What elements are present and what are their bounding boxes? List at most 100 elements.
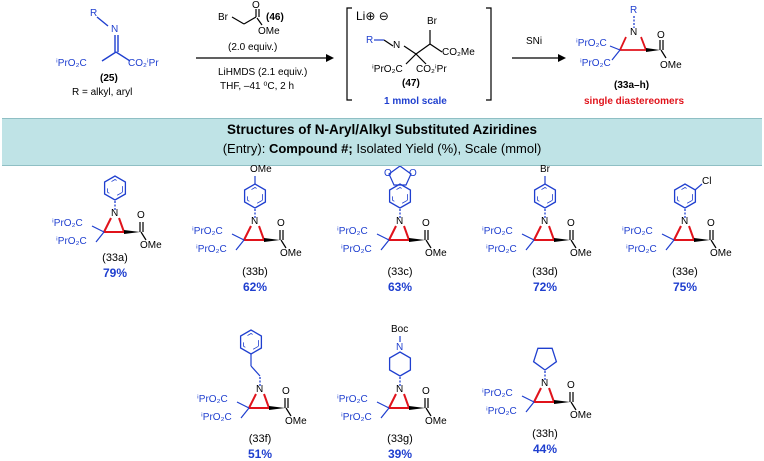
compound-yield: 44% [532, 442, 558, 456]
compound-id: (33c) [387, 266, 413, 278]
intermediate-structure [383, 30, 443, 65]
imine-r-label: R [90, 8, 98, 19]
ester-bottom: ⁱPrO₂C [486, 244, 517, 255]
imine-n-label: N [111, 24, 119, 35]
reagent-br: Br [218, 12, 228, 23]
compound-id: (33e) [672, 266, 698, 278]
compound-id: (33d) [532, 266, 558, 278]
ester-top: ⁱPrO₂C [52, 218, 83, 229]
imine-compound-number: (25) [100, 73, 118, 84]
product-r: R [630, 5, 638, 16]
compound-structure [231, 176, 287, 251]
reagent-o: O [252, 0, 260, 11]
compound-yield: 39% [387, 447, 413, 461]
intermediate-br: Br [427, 16, 437, 27]
ring-substituent: Cl [702, 176, 712, 187]
aziridine-n: N [396, 216, 404, 227]
carbonyl-o: O [277, 218, 285, 229]
aziridine-n: N [681, 216, 689, 227]
product-ome: OMe [660, 60, 682, 71]
ome: OMe [425, 248, 447, 259]
intermediate-n: N [393, 40, 401, 51]
ester-bottom: ⁱPrO₂C [341, 244, 372, 255]
compound-yield: 79% [102, 266, 128, 280]
ome: OMe [140, 240, 162, 251]
compound-yield: 51% [247, 447, 273, 461]
compound-structure [661, 183, 717, 251]
imine-r-definition: R = alkyl, aryl [72, 87, 133, 98]
ester-bottom: ⁱPrO₂C [626, 244, 657, 255]
imine-structure [96, 16, 131, 62]
ring-substituent: Boc [391, 324, 409, 335]
sni-label: SNi [526, 36, 543, 47]
product-o: O [657, 30, 665, 41]
compound-id: (33f) [248, 433, 272, 445]
intermediate-scale: 1 mmol scale [384, 96, 447, 107]
aziridine-n: N [396, 384, 404, 395]
ome: OMe [280, 248, 302, 259]
carbonyl-o: O [707, 218, 715, 229]
intermediate-ester-right: CO₂Me [442, 47, 475, 58]
compound-id: (33b) [242, 266, 268, 278]
product-ester-bottom: ⁱPrO₂C [580, 58, 611, 69]
carbonyl-o: O [282, 386, 290, 397]
intermediate-ester-br: CO₂ⁱPr [416, 64, 447, 75]
imine-ester-left: ⁱPrO₂C [56, 58, 87, 69]
compound-structure [236, 329, 292, 419]
product-ester-top: ⁱPrO₂C [576, 38, 607, 49]
imine-ester-right: CO₂ⁱPr [128, 58, 159, 69]
ester-bottom: ⁱPrO₂C [196, 244, 227, 255]
intermediate-brackets [346, 7, 492, 101]
ring-substituent: Br [540, 164, 550, 175]
reagent-ome: OMe [258, 26, 280, 37]
product-note: single diastereomers [584, 96, 685, 107]
compound-yield: 63% [387, 280, 413, 294]
ring-substituent: OMe [250, 164, 272, 175]
compound-structure [376, 165, 432, 251]
product-n: N [630, 27, 638, 38]
ome: OMe [285, 416, 307, 427]
aziridine-n: N [111, 208, 119, 219]
compound-id: (33a) [102, 252, 128, 264]
ome: OMe [710, 248, 732, 259]
compound-id: (33g) [387, 433, 413, 445]
intermediate-li-charge: Li⊕ ⊖ [356, 9, 389, 23]
ester-top: ⁱPrO₂C [622, 226, 653, 237]
reagent-structure [231, 9, 263, 26]
banner-subtitle: (Entry): Compound #; Isolated Yield (%),… [222, 141, 542, 156]
aziridine-n: N [256, 384, 264, 395]
ester-bottom: ⁱPrO₂C [56, 236, 87, 247]
compound-id: (33h) [532, 428, 558, 440]
ester-top: ⁱPrO₂C [482, 388, 513, 399]
ester-bottom: ⁱPrO₂C [201, 412, 232, 423]
conditions-solvent: THF, –41 ⁰C, 2 h [220, 81, 295, 92]
ome: OMe [425, 416, 447, 427]
aziridine-n: N [541, 378, 549, 389]
ester-bottom: ⁱPrO₂C [486, 406, 517, 417]
carbonyl-o: O [422, 218, 430, 229]
carbonyl-o: O [567, 218, 575, 229]
ester-bottom: ⁱPrO₂C [341, 412, 372, 423]
intermediate-r: R [366, 35, 374, 46]
table-banner: Structures of N-Aryl/Alkyl Substituted A… [2, 118, 762, 166]
reagent-equiv: (2.0 equiv.) [228, 42, 278, 53]
benzodioxole-o-right: O [409, 168, 417, 179]
ome: OMe [570, 248, 592, 259]
product-compound-number: (33a–h) [614, 80, 650, 91]
banner-title: Structures of N-Aryl/Alkyl Substituted A… [226, 122, 538, 137]
aziridine-n: N [251, 216, 259, 227]
ester-top: ⁱPrO₂C [192, 226, 223, 237]
carbonyl-o: O [422, 386, 430, 397]
compound-structure [376, 336, 432, 419]
carbonyl-o: O [137, 210, 145, 221]
compound-structure [521, 347, 577, 413]
compound-yield: 62% [242, 280, 268, 294]
intermediate-ester-bl: ⁱPrO₂C [372, 64, 403, 75]
ester-top: ⁱPrO₂C [197, 394, 228, 405]
aziridine-n: N [541, 216, 549, 227]
piperidine-n: N [396, 342, 404, 353]
conditions-base: LiHMDS (2.1 equiv.) [218, 67, 308, 78]
compound-structures [91, 165, 717, 419]
compound-structure [521, 176, 577, 251]
